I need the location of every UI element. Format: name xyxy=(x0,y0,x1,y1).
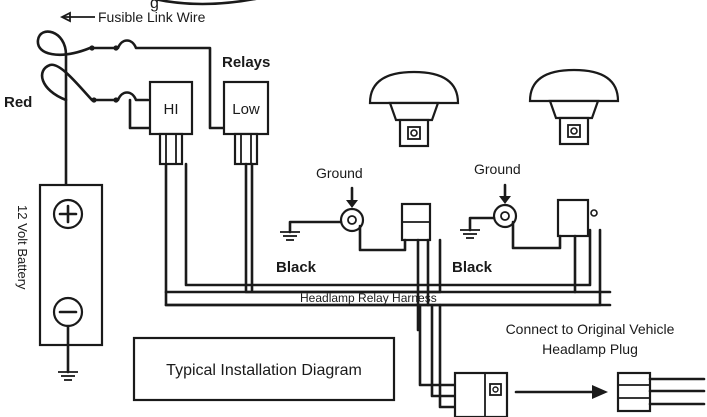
headlamp-left-terminal xyxy=(407,126,421,140)
harness-label: Headlamp Relay Harness xyxy=(300,291,437,305)
relay-low xyxy=(222,80,270,136)
headlamp-left-socket xyxy=(398,118,430,148)
fusible-link-label: Fusible Link Wire xyxy=(98,9,206,25)
ground-right-arrowhead xyxy=(499,196,511,204)
fuse-dot-upper-left xyxy=(89,45,95,51)
harness-connector-terminal xyxy=(489,383,502,396)
headlamp-right-terminal xyxy=(567,124,581,138)
ground-left-terminal-hole xyxy=(347,215,357,225)
headlamp-left-neck xyxy=(388,101,440,122)
fuse-dot-lower-right xyxy=(113,97,119,103)
headlamp-right-socket xyxy=(558,116,590,146)
heading-cropped-strokes xyxy=(153,0,257,6)
fuse-line-upper xyxy=(88,39,239,130)
headlamp-left-terminal-dot xyxy=(410,129,418,137)
ground-right-wire xyxy=(468,216,496,232)
red-wire-upper xyxy=(36,30,92,222)
headlamp-right-bulb xyxy=(528,68,620,103)
ground-right-terminal xyxy=(492,203,518,229)
ground-left-wire xyxy=(288,220,343,234)
ground-left-terminal xyxy=(339,207,365,233)
battery-label: 12 Volt Battery xyxy=(15,205,30,290)
harness-to-connector-wire-1 xyxy=(418,303,457,387)
relay-hi-label: HI xyxy=(164,101,179,118)
connect-label-line1: Connect to Original Vehicle xyxy=(506,321,675,337)
relay-hi xyxy=(148,80,194,136)
harness-connector-terminal-dot xyxy=(492,386,499,393)
heading-fragment: g xyxy=(150,0,159,12)
ground-right-terminal-hole xyxy=(500,211,510,221)
hi-relay-harness-wire-inner xyxy=(184,162,592,287)
headlamp-left-plug-wire xyxy=(358,224,407,252)
black-label-right: Black xyxy=(452,259,493,276)
relay-low-label: Low xyxy=(232,101,260,118)
relay-low-connector xyxy=(233,132,259,166)
headlamp-right-terminal-dot xyxy=(570,127,578,135)
headlamp-right-plug xyxy=(556,198,590,238)
fuse-line-lower xyxy=(90,91,150,102)
connect-arrowhead xyxy=(592,385,608,399)
relay-hi-connector xyxy=(158,132,184,166)
headlamp-right-neck xyxy=(548,99,600,120)
relays-label: Relays xyxy=(222,54,270,71)
fuse-dot-upper-right xyxy=(113,45,119,51)
harness-to-connector-wire-3 xyxy=(438,303,457,409)
red-label: Red xyxy=(4,94,32,111)
black-label-left: Black xyxy=(276,259,317,276)
connect-label-line2: Headlamp Plug xyxy=(542,341,638,357)
red-wire-lower-loop xyxy=(40,63,94,102)
ground-left-label: Ground xyxy=(316,165,363,181)
ground-right-label: Ground xyxy=(474,161,521,177)
title-box xyxy=(132,336,396,402)
title-box-text: Typical Installation Diagram xyxy=(166,362,362,379)
headlamp-right-plug-wire xyxy=(511,220,562,250)
harness-to-connector-wire-2 xyxy=(430,303,457,398)
ground-left-arrowhead xyxy=(346,200,358,208)
original-vehicle-plug xyxy=(616,371,652,413)
headlamp-left-bulb xyxy=(368,70,460,105)
fuse-dot-lower-left xyxy=(91,97,97,103)
headlamp-right-plug-dot xyxy=(590,209,598,217)
fusible-link-arrowhead xyxy=(59,11,71,23)
